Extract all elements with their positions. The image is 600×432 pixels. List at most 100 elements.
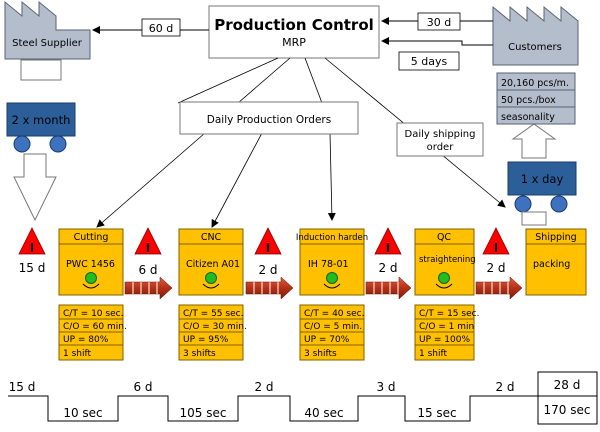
truck-wheel bbox=[13, 135, 31, 153]
process-data-line: UP = 100% bbox=[419, 335, 470, 345]
operator-icon bbox=[438, 272, 450, 284]
timeline-wait: 2 d bbox=[254, 380, 273, 394]
customer-demand-box: 20,160 pcs/m. 50 pcs./box seasonality bbox=[496, 72, 576, 125]
production-control-box: Production Control MRP bbox=[208, 5, 380, 59]
supplier-order-flow: 60 d bbox=[92, 18, 209, 37]
process-data-line: UP = 70% bbox=[304, 335, 350, 345]
operator-icon bbox=[202, 283, 220, 289]
process-data-line: 1 shift bbox=[63, 349, 91, 359]
inventory-icon-letter: I bbox=[266, 241, 270, 255]
process-machine: PWC 1456 bbox=[66, 259, 115, 270]
supplier-shipment-arrow bbox=[20, 59, 62, 81]
process-data-line: C/O = 1 min bbox=[419, 322, 474, 332]
customer-label: Customers bbox=[508, 42, 562, 53]
inventory-icon-letter: I bbox=[30, 241, 34, 255]
production-control-subtitle: MRP bbox=[282, 36, 306, 49]
process-name: Cutting bbox=[74, 232, 109, 243]
supplier-truck: 2 x month bbox=[6, 102, 76, 153]
inventory-triangle: I 2 d bbox=[374, 227, 402, 275]
process-data-box-qc: C/T = 15 sec. C/O = 1 min UP = 100% 1 sh… bbox=[414, 304, 479, 361]
operator-icon bbox=[205, 272, 217, 284]
inventory-icon-letter: I bbox=[146, 241, 150, 255]
customer-demand-line: 20,160 pcs/m. bbox=[501, 78, 569, 89]
push-arrow bbox=[245, 276, 294, 300]
operator-icon bbox=[85, 272, 97, 284]
shipping-name: Shipping bbox=[535, 232, 576, 243]
process-box-qc: QC straightening bbox=[414, 228, 476, 296]
process-data-box-cutting: C/T = 10 sec. C/O = 60 min. UP = 80% 1 s… bbox=[58, 304, 127, 361]
process-box-cnc: CNC Citizen A01 bbox=[178, 228, 244, 296]
process-name: Induction harden bbox=[296, 233, 368, 243]
process-data-line: C/O = 5 min. bbox=[304, 322, 362, 332]
process-machine: IH 78-01 bbox=[308, 259, 349, 270]
operator-icon bbox=[323, 283, 341, 289]
inventory-days: 2 d bbox=[486, 261, 505, 275]
push-arrow bbox=[475, 276, 523, 300]
process-data-line: UP = 95% bbox=[183, 335, 229, 345]
inventory-triangle: I 2 d bbox=[482, 227, 510, 275]
process-name: QC bbox=[437, 232, 451, 243]
inventory-triangle: I 15 d bbox=[18, 227, 46, 275]
customer-shipment-arrow bbox=[521, 211, 547, 226]
operator-icon bbox=[326, 272, 338, 284]
inventory-days: 15 d bbox=[19, 261, 46, 275]
process-data-box-cnc: C/T = 55 sec. C/O = 30 min. UP = 95% 3 s… bbox=[178, 304, 247, 361]
customer-shipment-arrow bbox=[511, 123, 557, 159]
process-machine: straightening bbox=[419, 255, 476, 265]
push-arrow bbox=[124, 276, 173, 300]
timeline-cycle: 15 sec bbox=[417, 406, 456, 420]
customer-factory: Customers bbox=[492, 5, 579, 66]
timeline-wait: 6 d bbox=[133, 380, 152, 394]
customer-demand-line: 50 pcs./box bbox=[501, 95, 556, 106]
process-box-induction-harden: Induction harden IH 78-01 bbox=[296, 228, 368, 296]
shipping-detail: packing bbox=[533, 259, 570, 270]
customer-order-flow: 30 d bbox=[381, 12, 493, 31]
truck-wheel bbox=[514, 195, 532, 213]
inventory-days: 2 d bbox=[258, 263, 277, 277]
operator-icon bbox=[82, 283, 100, 289]
daily-shipping-order-box: Daily shipping order bbox=[396, 122, 484, 157]
inventory-icon-letter: I bbox=[494, 241, 498, 255]
inventory-triangle: I 2 d bbox=[254, 227, 282, 277]
process-data-line: UP = 80% bbox=[63, 335, 109, 345]
shipping-box: Shipping packing bbox=[525, 228, 587, 296]
timeline-wait: 15 d bbox=[9, 380, 36, 394]
process-data-box-induction-harden: C/T = 40 sec. C/O = 5 min. UP = 70% 3 sh… bbox=[299, 304, 365, 361]
truck-wheel bbox=[49, 135, 67, 153]
daily-production-orders-label: Daily Production Orders bbox=[207, 114, 331, 126]
supplier-label: Steel Supplier bbox=[12, 38, 83, 49]
inventory-triangle: I 6 d bbox=[134, 227, 162, 277]
timeline-total-box: 28 d 170 sec bbox=[537, 371, 598, 425]
daily-shipping-order-label: Daily shipping bbox=[405, 129, 476, 140]
timeline-wait: 2 d bbox=[495, 380, 514, 394]
process-data-line: 3 shifts bbox=[304, 349, 337, 359]
process-name: CNC bbox=[201, 232, 222, 243]
production-control-title: Production Control bbox=[214, 16, 374, 34]
supplier-shipment-arrow bbox=[13, 153, 57, 222]
customer-schedule-flow: 5 days bbox=[381, 37, 493, 71]
customer-truck-frequency: 1 x day bbox=[521, 172, 564, 186]
process-data-line: C/T = 40 sec. bbox=[304, 309, 364, 319]
daily-shipping-order-label: order bbox=[427, 142, 455, 153]
daily-production-orders-box: Daily Production Orders bbox=[179, 101, 359, 135]
total-lead-time: 28 d bbox=[554, 378, 581, 392]
push-arrow bbox=[365, 276, 412, 300]
process-data-line: 1 shift bbox=[419, 349, 447, 359]
supplier-lead-time: 60 d bbox=[149, 22, 173, 35]
process-data-line: C/O = 30 min. bbox=[183, 322, 247, 332]
process-box-cutting: Cutting PWC 1456 bbox=[58, 228, 124, 296]
process-data-line: C/T = 55 sec. bbox=[183, 309, 243, 319]
supplier-factory: Steel Supplier bbox=[4, 0, 91, 60]
supplier-truck-frequency: 2 x month bbox=[12, 113, 71, 127]
process-machine: Citizen A01 bbox=[186, 259, 240, 270]
inventory-days: 6 d bbox=[138, 263, 157, 277]
lead-time-ladder bbox=[8, 395, 538, 422]
timeline-cycle: 105 sec bbox=[180, 406, 227, 420]
process-data-line: 3 shifts bbox=[183, 349, 216, 359]
process-data-line: C/O = 60 min. bbox=[63, 322, 127, 332]
total-cycle-time: 170 sec bbox=[544, 403, 591, 417]
customer-demand-line: seasonality bbox=[501, 112, 555, 123]
truck-wheel bbox=[550, 195, 568, 213]
customer-truck: 1 x day bbox=[507, 161, 577, 213]
